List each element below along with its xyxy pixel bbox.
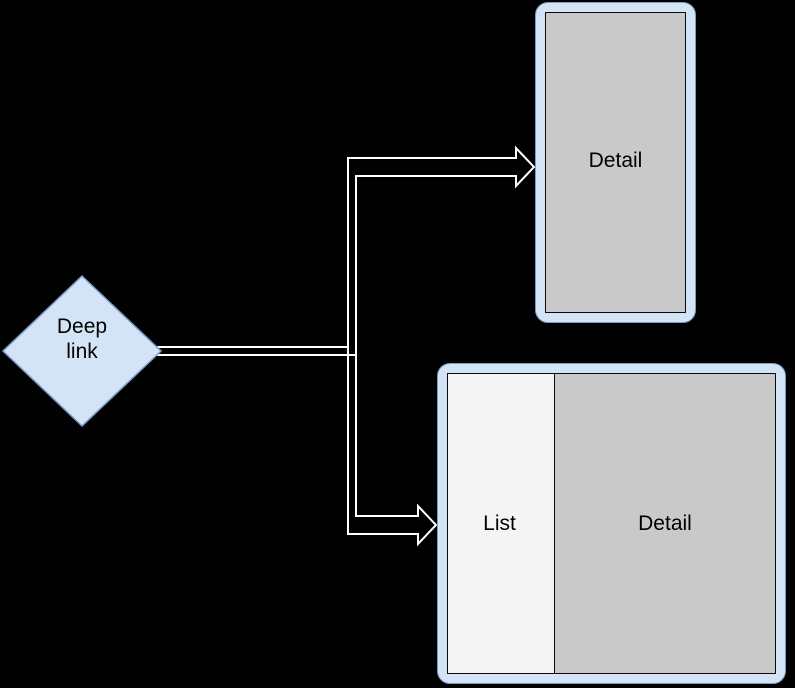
detail-screen-surface	[545, 12, 686, 313]
edge-deeplink-to-detail	[157, 145, 536, 356]
split-pane-detail[interactable]	[555, 374, 775, 673]
split-screen-surface	[447, 373, 776, 674]
node-split-screen[interactable]	[437, 363, 786, 684]
edge-deeplink-to-split	[347, 347, 438, 547]
split-pane-list[interactable]	[448, 374, 555, 673]
node-deep-link[interactable]	[2, 275, 162, 427]
node-detail-screen[interactable]	[535, 2, 696, 323]
diamond-shape	[2, 275, 162, 427]
